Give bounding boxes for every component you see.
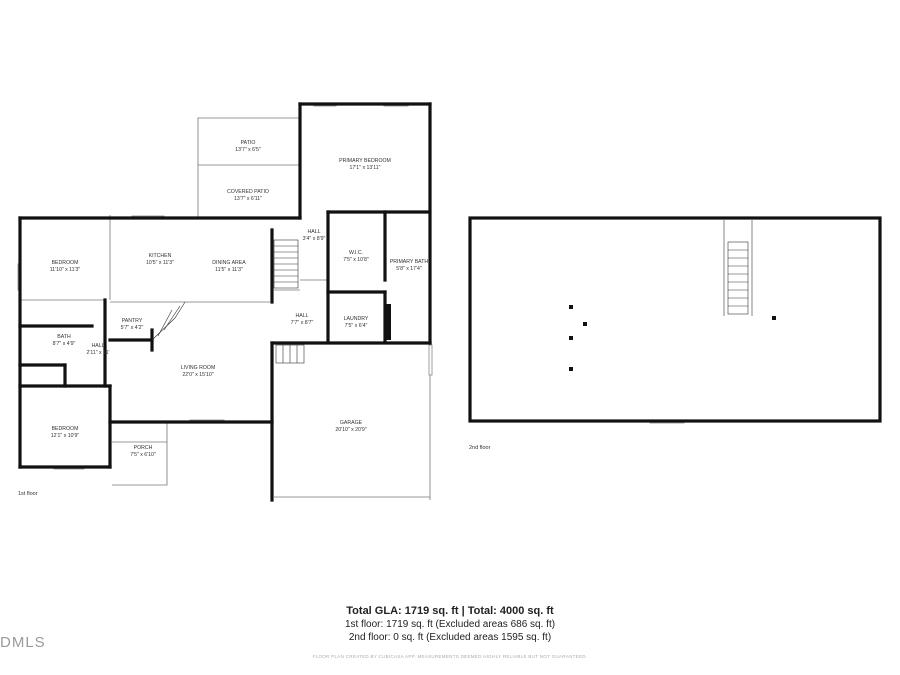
stairs-2nd-floor <box>723 220 753 316</box>
room-label: HALL <box>308 229 321 235</box>
watermark-logo: DMLS <box>0 634 46 651</box>
room-dims: 10'5" x 11'3" <box>146 260 174 266</box>
room-dims: 11'10" x 11'3" <box>50 267 81 273</box>
room-labels: PATIO 13'7" x 6'5" COVERED PATIO 13'7" x… <box>50 140 429 458</box>
room-label: W.I.C. <box>349 250 363 256</box>
room-dims: 7'5" x 6'10" <box>130 452 156 458</box>
room-label: BEDROOM <box>52 426 79 432</box>
floor-label-2nd: 2nd floor <box>469 445 491 451</box>
floor-label-1st: 1st floor <box>18 491 38 497</box>
disclaimer: FLOOR PLAN CREATED BY CUBICASA APP. MEAS… <box>312 654 588 659</box>
room-dims: 13'7" x 6'11" <box>234 196 262 202</box>
room-label: BEDROOM <box>52 260 79 266</box>
room-label: KITCHEN <box>149 253 172 259</box>
room-label: PRIMARY BEDROOM <box>339 158 391 164</box>
room-label: HALL <box>296 313 309 319</box>
room-label: LAUNDRY <box>344 316 369 322</box>
room-dims: 7'5" x 6'4" <box>345 323 368 329</box>
room-dims: 3'4" x 8'9" <box>303 236 326 242</box>
room-label: PATIO <box>241 140 256 146</box>
room-dims: 7'5" x 10'8" <box>343 257 369 263</box>
room-label: LIVING ROOM <box>181 365 216 371</box>
room-dims: 7'7" x 8'7" <box>291 320 314 326</box>
room-dims: 5'8" x 17'4" <box>396 266 422 272</box>
thin-lines <box>20 117 431 500</box>
room-label: PRIMARY BATH <box>390 259 429 265</box>
room-dims: 2'11" x 11' <box>87 350 110 356</box>
room-label: COVERED PATIO <box>227 189 269 195</box>
stairs-1st-floor <box>151 239 305 364</box>
room-dims: 13'7" x 6'5" <box>235 147 261 153</box>
room-label: DINING AREA <box>212 260 246 266</box>
room-dims: 11'5" x 11'3" <box>215 267 243 273</box>
floor-plan: PATIO 13'7" x 6'5" COVERED PATIO 13'7" x… <box>17 102 882 502</box>
room-dims: 12'1" x 10'9" <box>51 433 80 439</box>
room-dims: 17'1" x 13'11" <box>350 165 381 171</box>
room-dims: 22'0" x 15'10" <box>182 372 213 378</box>
room-dims: 20'10" x 20'9" <box>335 427 366 433</box>
summary-floor-1: 1st floor: 1719 sq. ft (Excluded areas 6… <box>344 619 556 630</box>
posts-2nd-floor <box>569 305 776 371</box>
laundry-block <box>385 304 391 340</box>
room-label: HALL <box>92 343 105 349</box>
summary-total: Total GLA: 1719 sq. ft | Total: 4000 sq.… <box>346 605 554 617</box>
walls-2nd-floor <box>468 216 882 423</box>
room-label: PORCH <box>134 445 153 451</box>
room-label: BATH <box>57 334 71 340</box>
room-label: GARAGE <box>340 420 363 426</box>
summary-floor-2: 2nd floor: 0 sq. ft (Excluded areas 1595… <box>348 632 552 643</box>
room-label: PANTRY <box>122 318 143 324</box>
room-dims: 8'7" x 4'9" <box>53 341 76 347</box>
room-dims: 5'7" x 4'2" <box>121 325 144 331</box>
